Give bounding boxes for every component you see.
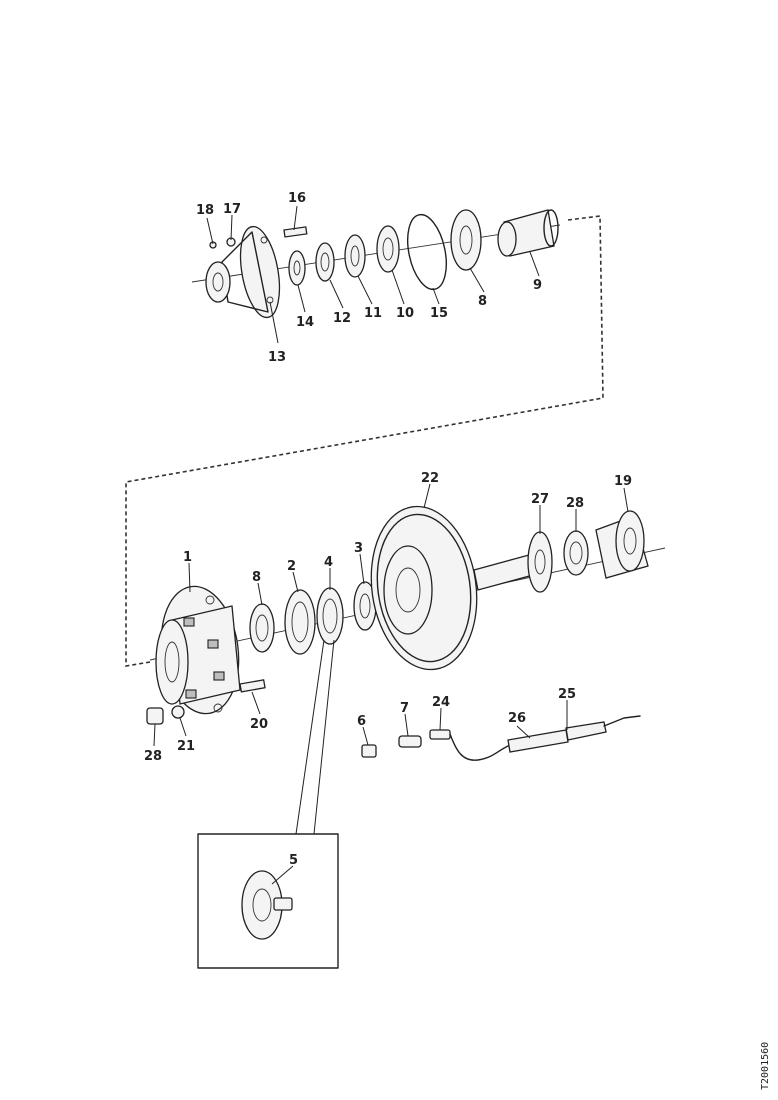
label-part-24: 24 [432, 695, 450, 710]
label-part-2: 2 [287, 559, 296, 574]
sensor-cable [449, 733, 509, 761]
part-2-bearing-cup [284, 589, 316, 655]
label-part-18: 18 [196, 203, 214, 218]
label-part-5: 5 [289, 853, 298, 868]
label-part-20: 20 [250, 717, 268, 732]
label-part-19: 19 [614, 474, 632, 489]
part-8-ring-gear-upper [450, 209, 482, 271]
label-part-3: 3 [354, 541, 363, 556]
part-11-planet-carrier [344, 234, 366, 278]
part-19-knuckle [595, 510, 649, 579]
label-part-26: 26 [508, 711, 526, 726]
label-part-8-upper: 8 [478, 294, 487, 309]
part-12-washer [315, 242, 335, 282]
reference-code: T2001560 [760, 1042, 771, 1090]
part-14-gear [288, 250, 306, 286]
part-8-bearing-cone [249, 603, 275, 653]
label-part-15: 15 [430, 306, 448, 321]
part-6-cap [361, 744, 377, 758]
part-26-cable-sheath [507, 729, 569, 753]
detail-box-part-5 [197, 833, 339, 969]
part-7-sleeve [398, 735, 422, 748]
part-9-cylinder [497, 209, 559, 257]
part-24-sensor [429, 729, 451, 740]
label-part-10: 10 [396, 306, 414, 321]
part-13-flange-hub [205, 225, 281, 319]
label-part-9: 9 [533, 278, 542, 293]
lower-assembly [146, 505, 666, 969]
part-22-brake-disc [370, 505, 478, 671]
part-27-bracket [527, 531, 553, 593]
label-part-4: 4 [324, 555, 333, 570]
label-part-27: 27 [531, 492, 549, 507]
part-28-bearing [563, 530, 589, 576]
part-15-ring [407, 213, 447, 291]
label-part-21: 21 [177, 739, 195, 754]
sensor-cable-assembly [361, 715, 641, 761]
label-part-25: 25 [558, 687, 576, 702]
label-part-28-upper: 28 [566, 496, 584, 511]
label-part-13: 13 [268, 350, 286, 365]
label-part-28-lower: 28 [144, 749, 162, 764]
label-part-11: 11 [364, 306, 382, 321]
part-28-nut [146, 707, 164, 725]
label-part-17: 17 [223, 202, 241, 217]
part-1-wheel-hub [155, 585, 241, 715]
part-20-stud [239, 679, 266, 693]
part-21-bolt [171, 705, 185, 719]
label-part-8-lower: 8 [252, 570, 261, 585]
part-25-connector [565, 721, 607, 741]
assembly-connector-dashed [125, 215, 604, 667]
label-part-16: 16 [288, 191, 306, 206]
part-16-screw [283, 226, 308, 238]
label-part-7: 7 [400, 701, 409, 716]
upper-assembly [191, 209, 561, 319]
label-part-1: 1 [183, 550, 192, 565]
label-part-22: 22 [421, 471, 439, 486]
label-part-12: 12 [333, 311, 351, 326]
part-4-seal [316, 587, 344, 645]
part-labels: 18 17 16 13 14 12 11 10 15 8 9 1 8 2 4 3… [144, 191, 632, 868]
label-leaders [153, 205, 629, 885]
label-part-6: 6 [357, 714, 366, 729]
label-part-14: 14 [296, 315, 314, 330]
part-10-sun-gear [376, 225, 400, 273]
